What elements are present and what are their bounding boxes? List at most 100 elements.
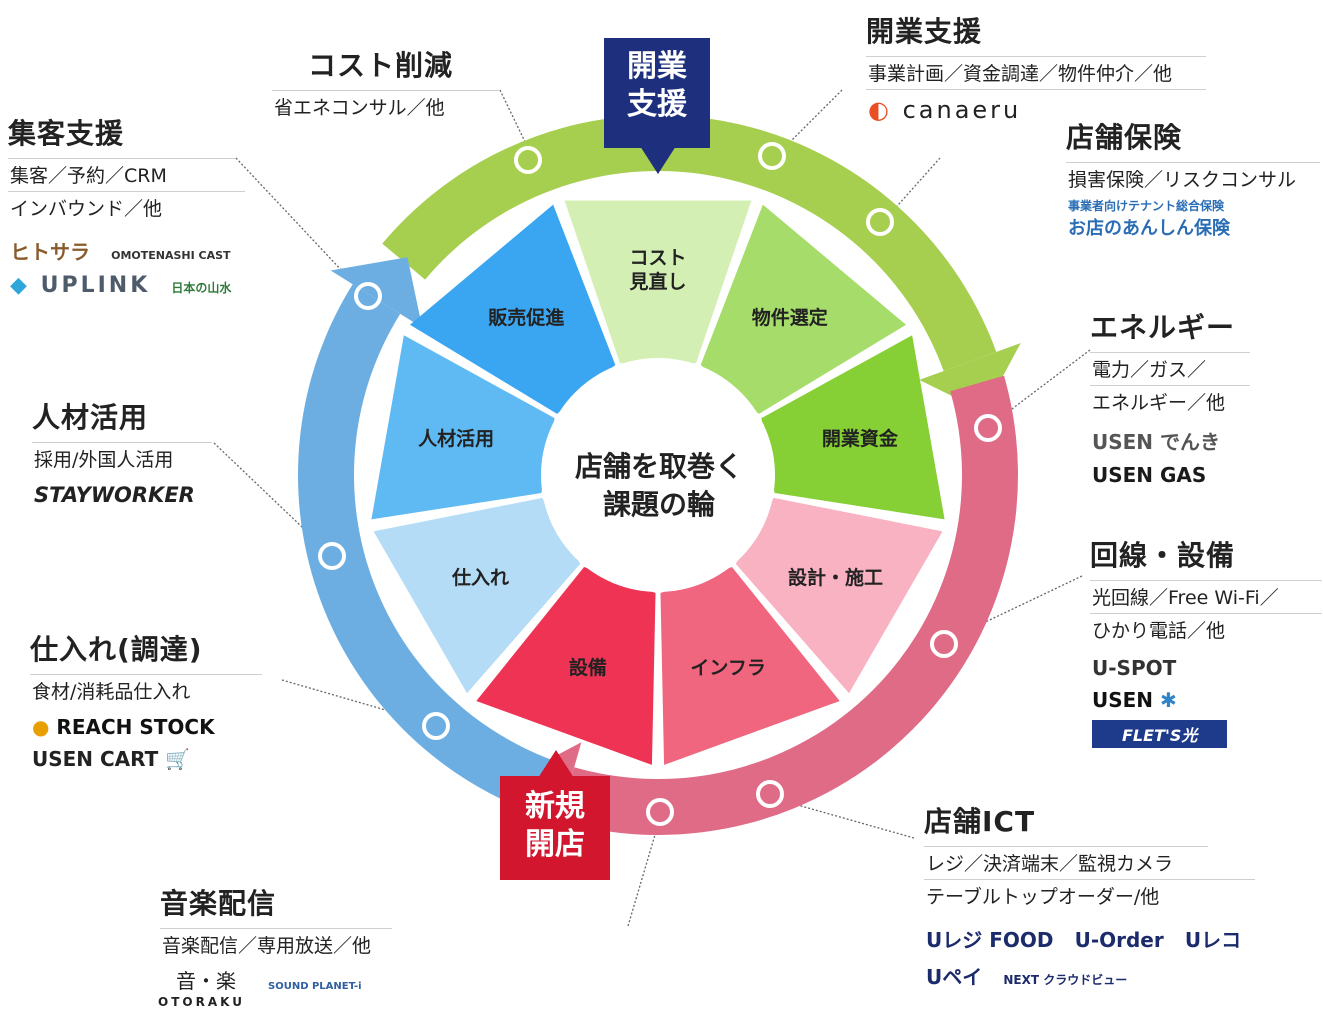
logo-stayworker[interactable]: STAYWORKER [34,483,195,507]
category-line: 省エネコンサル／他 [274,97,445,119]
blue-cycle-arrow [298,284,555,814]
logo-u-spot[interactable]: U-SPOT [1092,656,1177,680]
wheel-segment-label: 設計・施工 [788,566,884,589]
wheel-segment-label: 人材活用 [418,428,495,451]
category-energy: エネルギー 電力／ガス／ エネルギー／他 USEN でんき USEN GAS [1090,306,1250,491]
wheel-segment [761,335,945,520]
logo-reach-stock[interactable]: ● REACH STOCK [32,715,215,739]
issue-wheel [371,200,945,765]
wheel-segment-label: 仕入れ [451,566,509,589]
new-store-badge: 新規開店 [500,776,610,880]
category-title: コスト削減 [308,49,454,82]
connector-dot [318,542,346,570]
category-title: 仕入れ(調達) [30,633,203,666]
green-arrow-head [919,342,1021,412]
green-cycle-arrow [382,114,997,372]
logo-u-reco[interactable]: Uレコ [1184,928,1242,952]
category-line: 損害保険／リスクコンサル [1068,169,1297,191]
blue-arrow-head [330,257,423,328]
connector-dot [758,142,786,170]
logo-canaeru[interactable]: ◐ canaeru [868,96,1022,124]
category-music-streaming: 音楽配信 音楽配信／専用放送／他 音・楽 OTORAKU SOUND PLANE… [158,882,392,1011]
logo-insurance-sub[interactable]: 事業者向けテナント総合保険 [1068,199,1225,213]
cycle-arrows [298,114,1021,847]
category-store-insurance: 店舗保険 損害保険／リスクコンサル 事業者向けテナント総合保険 お店のあんしん保… [1066,116,1323,240]
logo-uplink[interactable]: ◆ UPLINK [10,273,151,298]
connector-dot [354,282,382,310]
wheel-segment [660,566,840,765]
wheel-segment [373,497,581,694]
wheel-segment-label: 開業資金 [821,428,898,451]
category-line: ひかり電話／他 [1092,620,1226,642]
wheel-segment-label: 物件選定 [751,306,828,329]
logo-sound-planet[interactable]: SOUND PLANET-i [268,981,362,992]
badge-bottom-pointer [538,750,574,778]
category-title: 人材活用 [32,401,149,434]
category-customer-attraction: 集客支援 集客／予約／CRM インバウンド／他 ヒトサラ OMOTENASHI … [8,112,246,302]
logo-hitosara[interactable]: ヒトサラ [10,240,90,264]
connector-dot [930,630,958,658]
logo-nihon-sansui[interactable]: 日本の山水 [171,281,232,295]
logo-usen-cart[interactable]: USEN CART 🛒 [32,747,191,771]
wheel-segment [564,200,752,364]
wheel-center-title: 店舗を取巻く 課題の輪 [574,450,743,521]
category-line: 集客／予約／CRM [8,159,246,192]
logo-otoraku-mark[interactable]: 音・楽 [176,969,236,993]
connector-dot [422,712,450,740]
category-line: 採用/外国人活用 [34,449,174,471]
category-line: エネルギー／他 [1092,392,1226,414]
wheel-segment [476,566,656,765]
pink-cycle-arrow [558,375,1019,835]
category-opening-support: 開業支援 事業計画／資金調達／物件仲介／他 ◐ canaeru [866,10,1206,128]
category-title: エネルギー [1090,311,1236,344]
logo-u-order[interactable]: U-Order [1074,928,1164,952]
logo-anshin-hoken[interactable]: お店のあんしん保険 [1068,218,1230,239]
logo-flets-hikari[interactable]: FLET'S光 [1092,720,1228,748]
category-procurement: 仕入れ(調達) 食材/消耗品仕入れ ● REACH STOCK USEN CAR… [30,628,262,775]
category-line: 電力／ガス／ [1090,353,1250,386]
category-title: 音楽配信 [160,887,277,920]
logo-otoraku[interactable]: OTORAKU [158,995,245,1009]
wheel-segment-label: コスト見直し [629,247,687,293]
connector-dot [974,414,1002,442]
opening-support-badge: 開業支援 [604,38,710,148]
category-title: 集客支援 [8,117,125,150]
connector-dot [646,798,674,826]
category-line: 音楽配信／専用放送／他 [162,935,372,957]
wheel-segment [409,204,616,414]
wheel-segment-label: インフラ [690,656,766,679]
logo-omotenashi-cast[interactable]: OMOTENASHI CAST [111,249,231,262]
logo-usen-hikari[interactable]: USEN ✱ [1092,688,1177,712]
category-line: インバウンド／他 [10,198,163,220]
connector-dot [866,208,894,236]
wheel-segment [371,335,555,520]
wheel-segment [735,497,943,694]
wheel-segment-label: 設備 [568,656,607,679]
logo-usen-denki[interactable]: USEN でんき [1092,430,1221,454]
category-cost-reduction: コスト削減 省エネコンサル／他 [272,44,500,123]
wheel-center [541,358,775,592]
connector-dots [318,142,1002,826]
logo-next-cloudview[interactable]: NEXT クラウドビュー [1003,973,1128,987]
logo-u-pay[interactable]: Uペイ [926,965,983,989]
category-line: 食材/消耗品仕入れ [32,681,191,703]
category-title: 店舗保険 [1066,121,1183,154]
category-network-equipment: 回線・設備 光回線／Free Wi-Fi／ ひかり電話／他 U-SPOT USE… [1090,534,1322,752]
category-line: テーブルトップオーダー/他 [926,886,1160,908]
category-store-ict: 店舗ICT レジ／決済端末／監視カメラ テーブルトップオーダー/他 Uレジ FO… [924,800,1256,994]
logo-u-regi[interactable]: Uレジ FOOD [926,928,1054,952]
category-title: 回線・設備 [1090,539,1236,572]
connector-dot [514,146,542,174]
logo-usen-gas[interactable]: USEN GAS [1092,463,1207,487]
category-line: 光回線／Free Wi-Fi／ [1090,581,1322,614]
category-line: 事業計画／資金調達／物件仲介／他 [866,57,1206,90]
badge-top-pointer [640,146,676,174]
category-title: 開業支援 [866,15,983,48]
connector-dot [756,780,784,808]
category-title: 店舗ICT [924,805,1036,838]
wheel-segment [700,204,907,414]
category-line: レジ／決済端末／監視カメラ [924,847,1256,880]
wheel-segment-label: 販売促進 [488,306,565,329]
category-human-resources: 人材活用 採用/外国人活用 STAYWORKER [32,396,212,511]
